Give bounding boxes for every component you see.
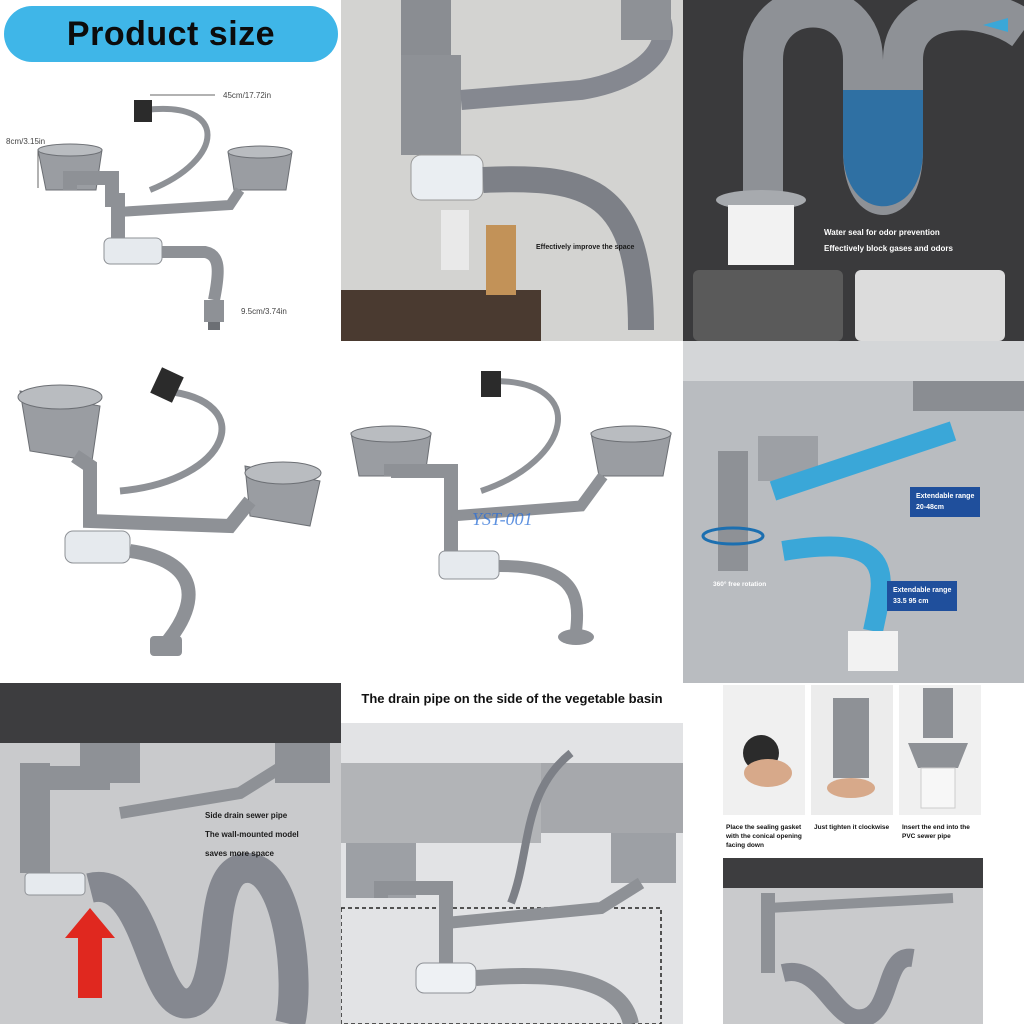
dim-outlet: 9.5cm/3.74in [241,307,287,316]
tile-extendable-range: Extendable range 20-48cm Extendable rang… [683,341,1024,683]
title-banner: Product size [4,6,338,62]
caption-block-odors: Effectively block gases and odors [824,244,953,253]
sink-drain-angled [17,367,322,656]
watermark: YST-001 [472,509,533,529]
tile-water-seal: Water seal for odor prevention Effective… [683,0,1024,341]
range1-value: 20-48cm [916,504,945,511]
sink-drain-front [350,371,672,645]
kitchen-drain-photo [341,0,683,341]
tile-install-steps: Place the sealing gasket with the conica… [683,683,1024,1024]
vegetable-basin-illustration [341,723,683,1024]
dim-hose-length: 45cm/17.72in [223,91,272,100]
install-steps-illustration [723,685,983,1024]
tile-product-size: Product size 45cm/17.72in 8cm/3.15in [0,0,341,341]
range1-box: Extendable range 20-48cm [910,487,981,517]
tile-side-drain: Side drain sewer pipe The wall-mounted m… [0,683,341,1024]
caption-saves-space: saves more space [205,849,274,858]
caption-side-drain: Side drain sewer pipe [205,811,288,820]
caption-space: Effectively improve the space [536,244,635,251]
range2-label: Extendable range [893,587,952,594]
tile-kitchen-install: Effectively improve the space [341,0,683,341]
tile-product-angled [0,341,341,683]
title-text: Product size [66,14,276,53]
step3-caption: Insert the end into the PVC sewer pipe [902,824,970,840]
range2-box: Extendable range 33.5 95 cm [887,581,958,611]
caption-wall-mounted: The wall-mounted model [205,830,299,839]
sink-drain-drawing [37,94,293,330]
caption-water-seal: Water seal for odor prevention [824,228,940,237]
step1-caption: Place the sealing gasket with the conica… [726,824,802,849]
dim-basin-height: 8cm/3.15in [6,137,46,146]
step2-caption: Just tighten it clockwise [814,824,890,831]
water-seal-illustration [683,0,1024,341]
side-drain-illustration [0,683,341,1024]
tile-product-front: YST-001 [341,341,683,683]
headline-vegetable-basin: The drain pipe on the side of the vegeta… [361,691,663,706]
range1-label: Extendable range [916,493,975,500]
range2-value: 33.5 95 cm [893,598,929,605]
tile-vegetable-basin: The drain pipe on the side of the vegeta… [341,683,683,1024]
rotation-label: 360° free rotation [713,581,767,588]
